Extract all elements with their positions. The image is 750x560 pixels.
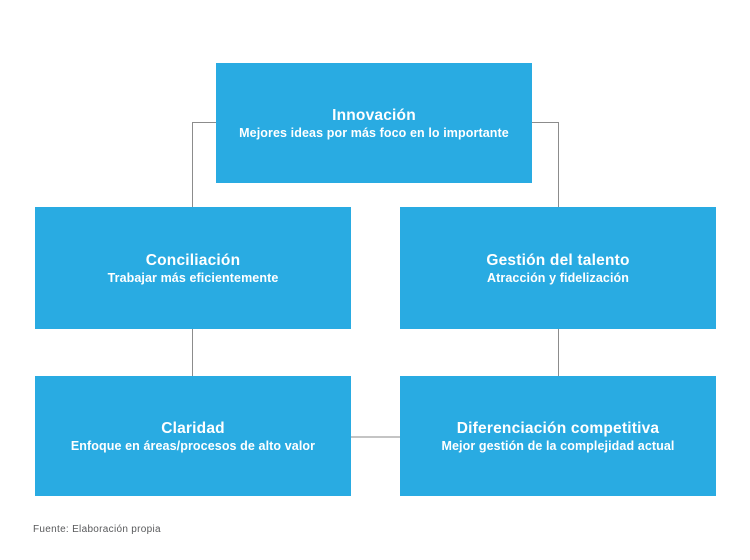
connector-bottom-horizontal	[351, 436, 400, 438]
node-claridad-title: Claridad	[161, 419, 225, 437]
node-innovacion: Innovación Mejores ideas por más foco en…	[216, 63, 532, 183]
node-claridad-subtitle: Enfoque en áreas/procesos de alto valor	[70, 438, 316, 453]
node-diferenciacion: Diferenciación competitiva Mejor gestión…	[400, 376, 716, 496]
node-gestion-talento: Gestión del talento Atracción y fideliza…	[400, 207, 716, 329]
node-claridad: Claridad Enfoque en áreas/procesos de al…	[35, 376, 351, 496]
connector-top-to-left-horizontal	[192, 122, 217, 123]
node-innovacion-title: Innovación	[332, 106, 416, 124]
source-note: Fuente: Elaboración propia	[33, 524, 161, 535]
node-conciliacion: Conciliación Trabajar más eficientemente	[35, 207, 351, 329]
connector-right-lower-vertical	[558, 329, 559, 376]
node-diferenciacion-subtitle: Mejor gestión de la complejidad actual	[441, 438, 675, 453]
node-diferenciacion-title: Diferenciación competitiva	[456, 419, 660, 437]
connector-right-upper-vertical	[558, 122, 559, 207]
node-gestion-talento-subtitle: Atracción y fidelización	[486, 270, 630, 285]
connector-left-lower-vertical	[192, 329, 193, 376]
connector-left-upper-vertical	[192, 122, 193, 207]
node-gestion-talento-title: Gestión del talento	[486, 251, 630, 269]
node-conciliacion-subtitle: Trabajar más eficientemente	[107, 270, 279, 285]
connector-top-to-right-horizontal	[532, 122, 559, 123]
node-innovacion-subtitle: Mejores ideas por más foco en lo importa…	[239, 125, 509, 140]
node-conciliacion-title: Conciliación	[145, 251, 241, 269]
